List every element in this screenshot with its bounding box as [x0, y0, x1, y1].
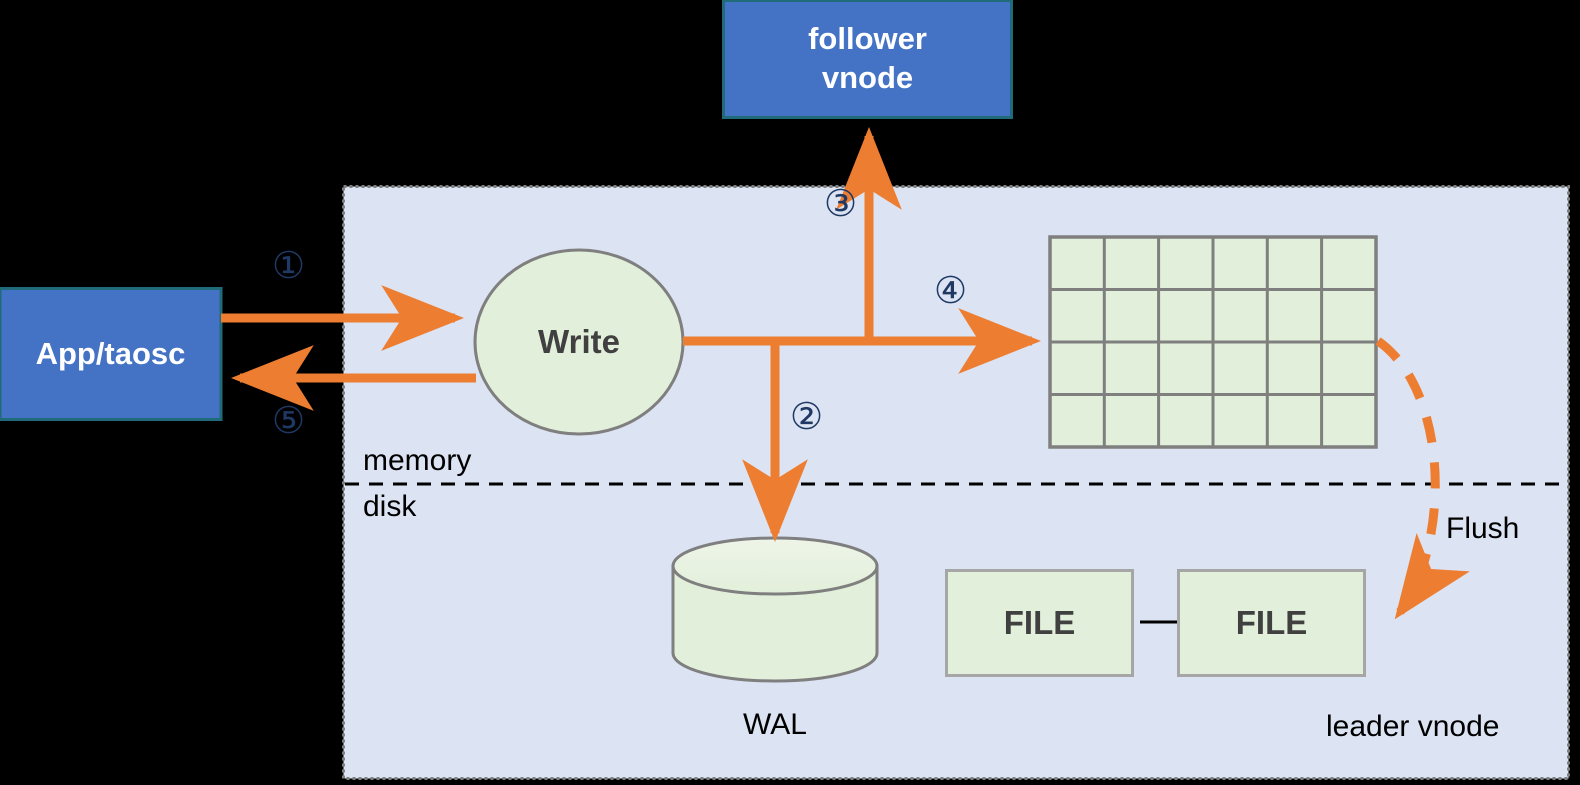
file-box-2[interactable] — [1177, 569, 1366, 677]
follower-vnode-box[interactable] — [722, 0, 1013, 119]
step-marker-5: ⑤ — [272, 399, 306, 442]
arrow-flush-curve — [1375, 337, 1470, 620]
step-marker-3: ③ — [824, 182, 858, 225]
step-marker-4: ④ — [934, 269, 968, 312]
app-taosc-box[interactable] — [0, 287, 223, 421]
file-box-1[interactable] — [945, 569, 1134, 677]
step-marker-2: ② — [790, 395, 824, 438]
wal-cylinder[interactable] — [671, 536, 879, 683]
step-marker-1: ① — [272, 244, 306, 287]
memtable-grid[interactable] — [1048, 235, 1378, 449]
write-ellipse[interactable] — [473, 248, 685, 436]
